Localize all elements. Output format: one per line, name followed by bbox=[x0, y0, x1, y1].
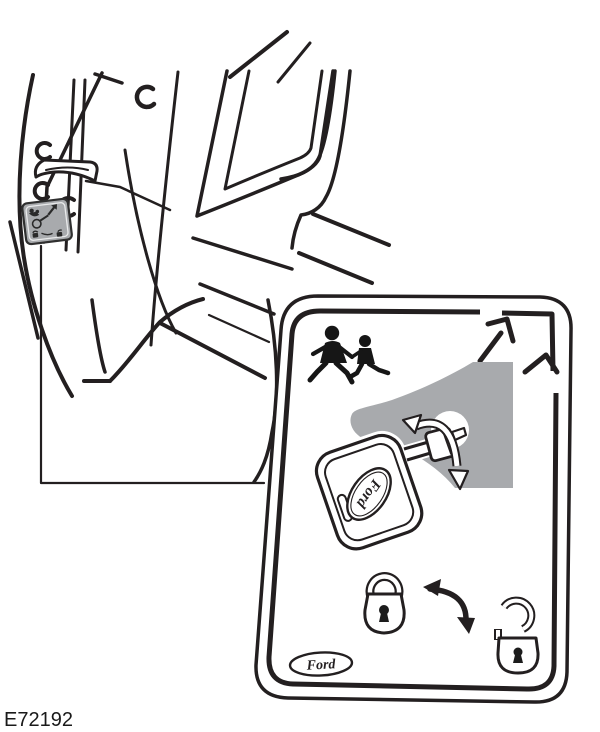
panel-inner-border bbox=[266, 308, 559, 692]
toggle-arrow-icon bbox=[423, 579, 475, 634]
child-lock-sticker bbox=[21, 197, 73, 246]
expand-arrow-icon bbox=[477, 316, 560, 375]
locked-padlock-icon bbox=[363, 572, 406, 635]
rotation-arrows-icon bbox=[401, 413, 470, 491]
unlocked-padlock-icon bbox=[494, 596, 540, 675]
ford-logo-key: Ford bbox=[346, 467, 392, 521]
sticker-mini-icons bbox=[28, 204, 63, 238]
svg-text:Ford: Ford bbox=[305, 657, 337, 674]
callout-line bbox=[39, 244, 266, 485]
ford-oval-logo: Ford bbox=[288, 651, 354, 677]
door-seal-clips bbox=[32, 84, 157, 218]
figure-code-label: E72192 bbox=[4, 709, 73, 731]
children-crossing-icon bbox=[307, 325, 391, 385]
key-icon: Ford bbox=[311, 426, 468, 554]
car-door-illustration bbox=[8, 30, 391, 485]
door-latch bbox=[33, 158, 99, 183]
magnified-label-panel: Ford bbox=[254, 294, 573, 704]
